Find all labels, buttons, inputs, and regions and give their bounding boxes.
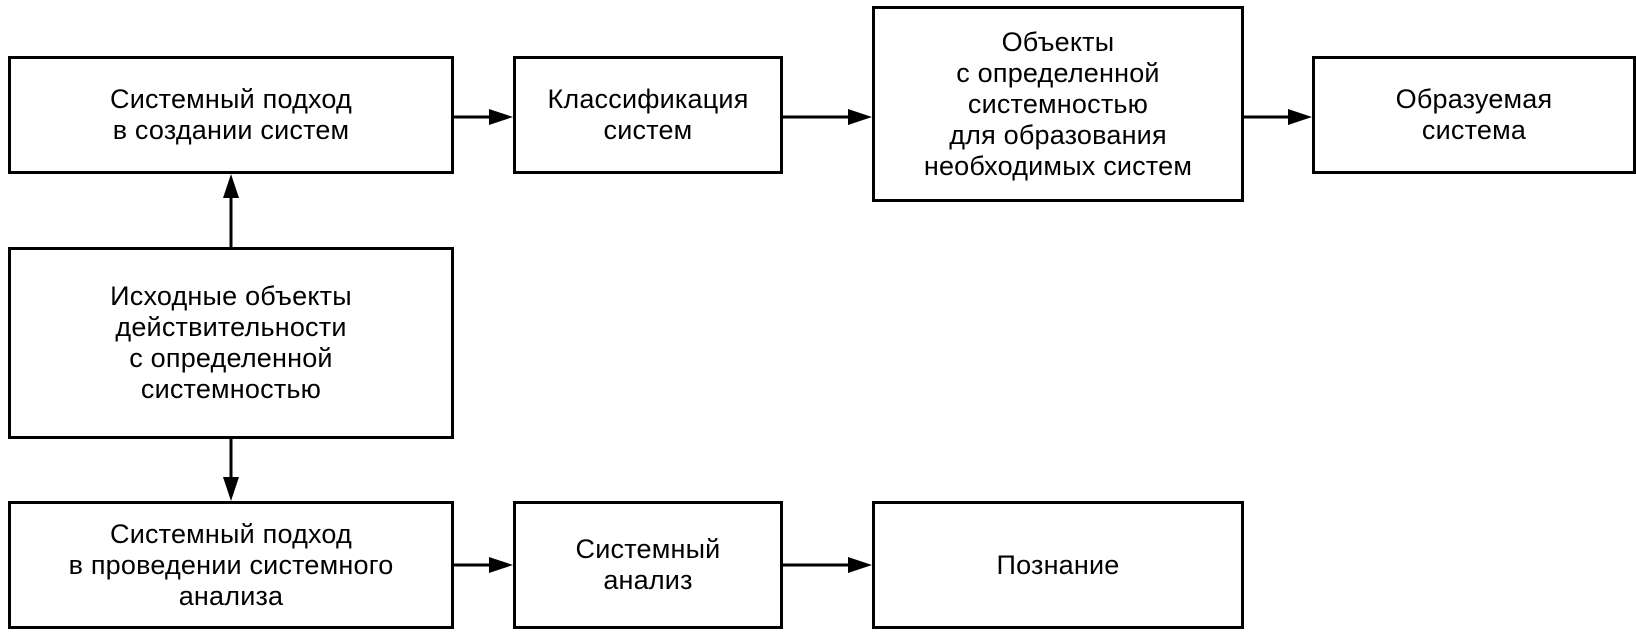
arrow-initial-to-analysis-approach (223, 439, 239, 501)
box-label: Системный анализ (575, 534, 721, 595)
box-cognition: Познание (872, 501, 1244, 629)
box-label: Образуемая система (1395, 84, 1553, 145)
box-system-approach-analysis: Системный подход в проведении системного… (8, 501, 454, 629)
box-label: Объекты с определенной системностью для … (923, 26, 1193, 181)
arrow-classification-to-objects (783, 109, 872, 125)
box-label: Системный подход в создании систем (110, 84, 352, 145)
box-classification: Классификация систем (513, 56, 783, 174)
box-resulting-system: Образуемая система (1312, 56, 1636, 174)
arrow-initial-to-creation (223, 174, 239, 247)
box-system-analysis: Системный анализ (513, 501, 783, 629)
box-label: Системный подход в проведении системного… (68, 518, 394, 611)
arrow-objects-to-resulting-system (1244, 109, 1312, 125)
box-objects-with-systemness: Объекты с определенной системностью для … (872, 6, 1244, 202)
box-system-approach-creation: Системный подход в создании систем (8, 56, 454, 174)
box-label: Классификация систем (547, 84, 749, 145)
arrow-creation-to-classification (454, 109, 513, 125)
box-initial-objects: Исходные объекты действительности с опре… (8, 247, 454, 439)
arrow-analysis-approach-to-system-analysis (454, 557, 513, 573)
box-label: Познание (996, 549, 1120, 580)
arrow-system-analysis-to-cognition (783, 557, 872, 573)
box-label: Исходные объекты действительности с опре… (110, 281, 352, 404)
